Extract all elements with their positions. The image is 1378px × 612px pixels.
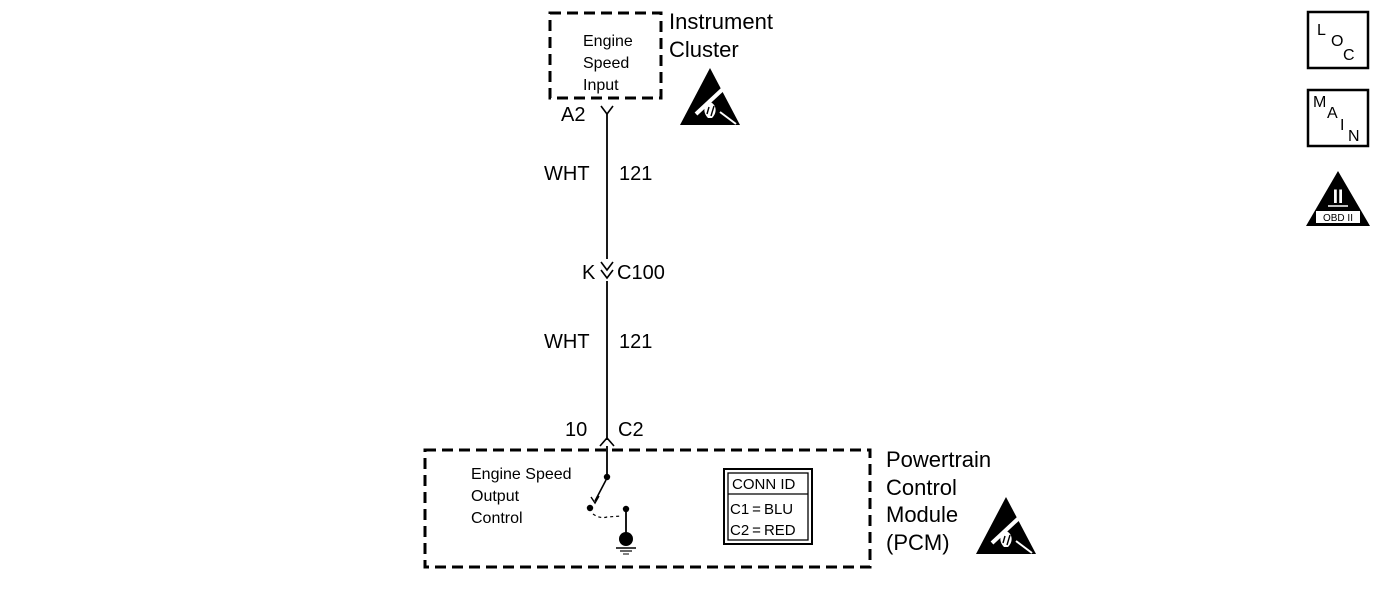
connector-a2-symbol — [600, 105, 614, 116]
conn-id-row-1: C1 = BLU — [730, 501, 793, 518]
pcm-connector-name: C2 — [618, 419, 644, 441]
instrument-cluster-box — [548, 11, 663, 100]
obd-ii-icon: II OBD II — [1306, 171, 1370, 226]
engine-speed-input-label-1: Engine — [583, 33, 633, 50]
pcm-connector-c2: 10 C2 — [565, 419, 644, 447]
pcm-name-3: Module — [886, 502, 958, 527]
instrument-cluster-name-1: Instrument — [669, 9, 773, 34]
conn-id-table: CONN ID C1 = BLU C2 = RED — [723, 468, 813, 545]
main-icon: M A I N — [1306, 88, 1370, 148]
pcm-name-2: Control — [886, 475, 957, 500]
loc-letter-l: L — [1317, 22, 1326, 39]
switch-label-3: Control — [471, 510, 523, 527]
switch-icon — [586, 446, 630, 538]
powertrain-control-module: Powertrain Control Module (PCM) Engine S… — [423, 446, 1036, 569]
switch-label-1: Engine Speed — [471, 466, 572, 483]
switch-label-2: Output — [471, 488, 520, 505]
obd-ii-label: OBD II — [1323, 213, 1353, 224]
connector-c100-pin: K — [582, 262, 596, 284]
instrument-cluster-pin: A2 — [561, 104, 585, 126]
main-letter-a: A — [1327, 105, 1338, 122]
wire-lower-color: WHT — [544, 331, 590, 353]
loc-letter-c: C — [1343, 47, 1355, 64]
engine-speed-input-label-2: Speed — [583, 55, 629, 72]
conn-id-header: CONN ID — [732, 476, 796, 493]
main-letter-i: I — [1340, 117, 1344, 134]
esd-warning-icon — [976, 497, 1036, 554]
pcm-name-4: (PCM) — [886, 530, 950, 555]
loc-letter-o: O — [1331, 33, 1343, 50]
wire-upper-circuit: 121 — [619, 163, 652, 185]
instrument-cluster: Engine Speed Input Instrument Cluster A2 — [548, 9, 773, 126]
pcm-name-1: Powertrain — [886, 447, 991, 472]
obd-ii-numeral: II — [1333, 187, 1344, 208]
ground-icon — [616, 532, 636, 555]
wire-upper-color: WHT — [544, 163, 590, 185]
engine-speed-input-label-3: Input — [583, 77, 619, 94]
main-letter-m: M — [1313, 94, 1326, 111]
conn-id-row-2: C2 = RED — [730, 522, 796, 539]
loc-icon: L O C — [1306, 10, 1370, 70]
connector-c100-name: C100 — [617, 262, 665, 284]
pcm-connector-pin: 10 — [565, 419, 587, 441]
instrument-cluster-name-2: Cluster — [669, 37, 739, 62]
main-letter-n: N — [1348, 128, 1360, 145]
pcm-box — [423, 448, 872, 569]
wire-lower-circuit: 121 — [619, 331, 652, 353]
connector-c100: K C100 — [582, 259, 665, 284]
esd-warning-icon — [680, 68, 740, 125]
